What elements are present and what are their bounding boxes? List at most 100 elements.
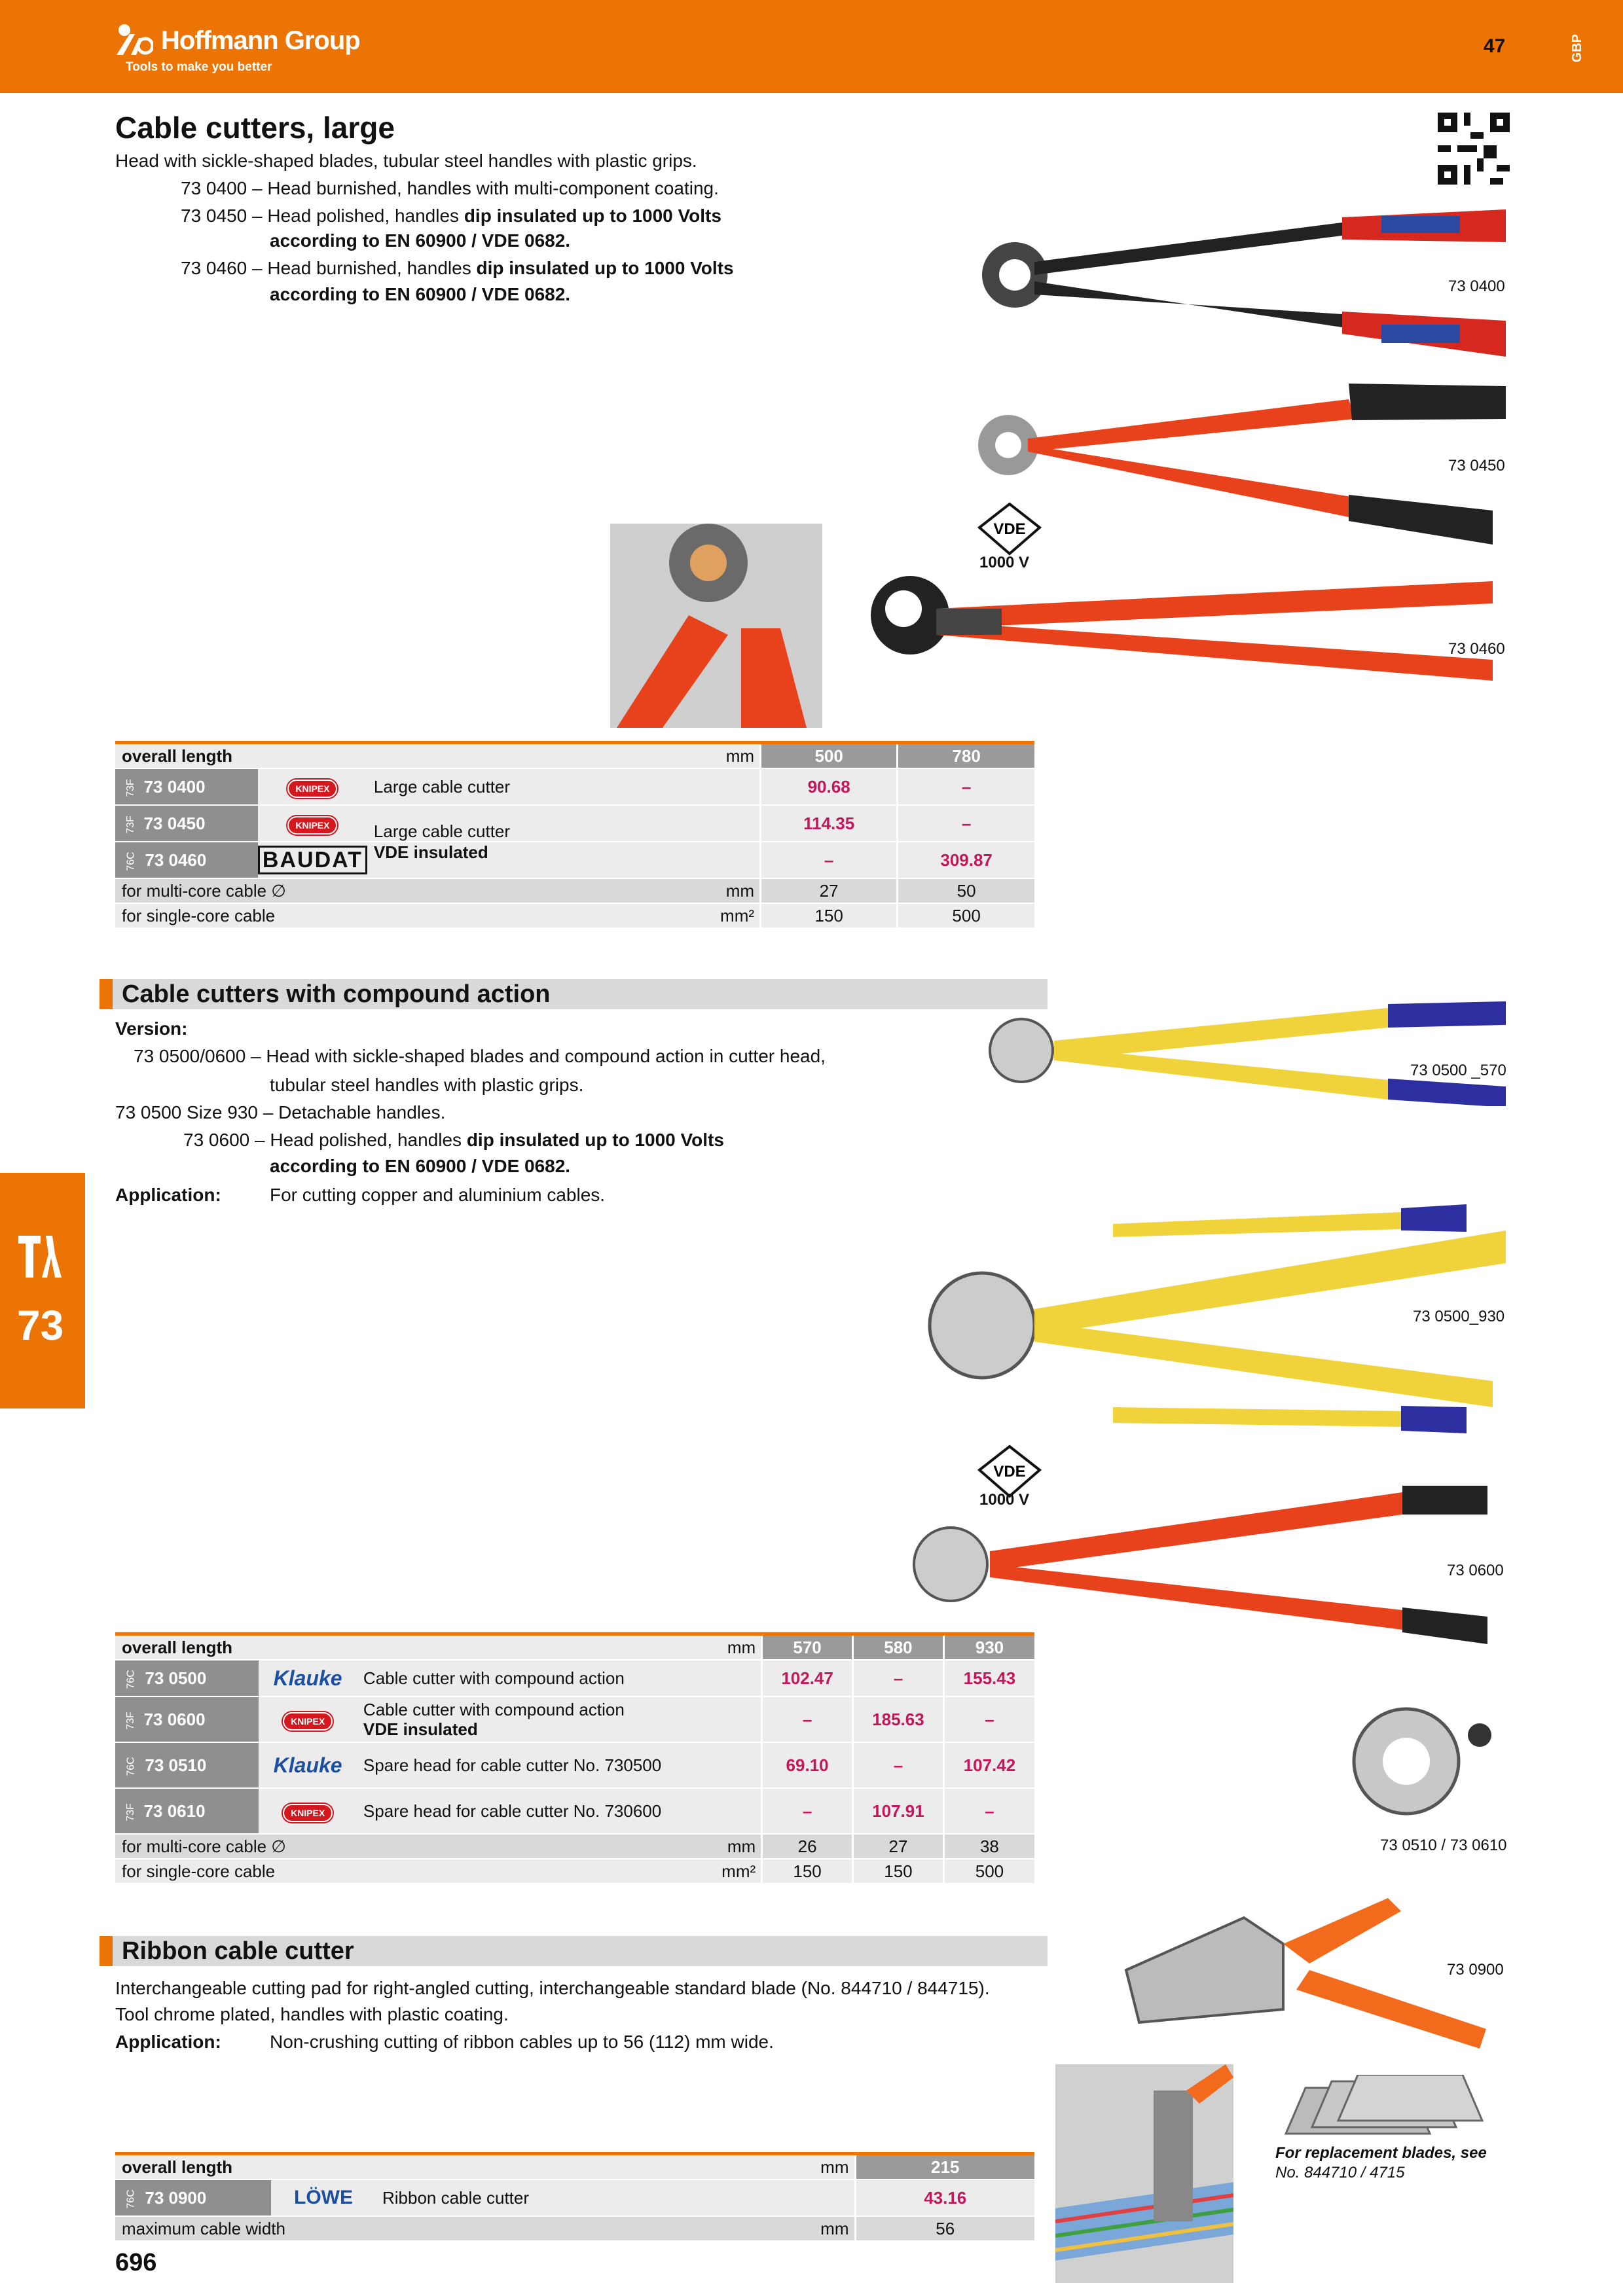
footer-value: 150: [759, 903, 898, 929]
application-label-3: Application:: [115, 2032, 221, 2052]
vde-triangle-icon: VDE: [977, 502, 1042, 556]
section-title-ribbon: Ribbon cable cutter: [100, 1936, 1048, 1966]
footer-value: 27: [759, 878, 898, 904]
application-text: For cutting copper and aluminium cables.: [270, 1185, 606, 1205]
price-cell: –: [852, 1660, 944, 1697]
product-description: Large cable cutter: [367, 805, 761, 842]
section1-item-2-line2: according to EN 60900 / VDE 0682.: [270, 230, 571, 251]
brand-logo-knipex: KNIPEX: [257, 805, 367, 842]
section2-line-5: according to EN 60900 / VDE 0682.: [270, 1156, 571, 1176]
footer-value: 150: [761, 1859, 853, 1884]
price-cell: 43.16: [854, 2179, 1034, 2217]
cutter-head-closeup-image: [610, 524, 822, 728]
table2-col: 570: [761, 1632, 853, 1660]
cable-cutter-730400-image: [982, 209, 1506, 357]
footer-unit: mm: [356, 1834, 762, 1859]
image-label-730450: 73 0450: [1448, 457, 1505, 475]
footer-label: for multi-core cable ∅: [115, 878, 367, 904]
image-label-730500-930: 73 0500_930: [1413, 1308, 1505, 1325]
section2-line-4: 73 0600 – Head polished, handles dip ins…: [183, 1130, 724, 1150]
compound-cutter-730600-image: [913, 1486, 1487, 1644]
footer-label: maximum cable width: [115, 2216, 376, 2242]
cable-cutter-730450-image: [978, 384, 1506, 545]
price-cell: 107.91: [852, 1788, 944, 1835]
hoffmann-logo-icon: [117, 24, 153, 55]
product-description: Cable cutter with compound action: [356, 1660, 762, 1697]
product-description: Spare head for cable cutter No. 730600: [356, 1788, 762, 1835]
compound-cutter-570-image: [989, 1001, 1506, 1106]
qr-code-icon[interactable]: [1438, 113, 1510, 185]
price-cell: –: [942, 1696, 1034, 1743]
footer-value: 150: [852, 1859, 944, 1884]
vde-label-1: 1000 V: [979, 554, 1030, 571]
price-cell: 102.47: [761, 1660, 853, 1697]
footer-unit: mm²: [367, 903, 761, 929]
brand-tagline: Tools to make you better: [126, 60, 272, 74]
image-label-730900: 73 0900: [1447, 1961, 1504, 1979]
price-cell: 114.35: [759, 805, 898, 842]
table2-col: 930: [942, 1632, 1034, 1660]
vde-triangle-icon: VDE: [977, 1444, 1042, 1498]
header-page-number: 47: [1484, 35, 1506, 57]
section1-item-3: 73 0460 – Head burnished, handles dip in…: [181, 258, 734, 278]
section2-line-2: tubular steel handles with plastic grips…: [270, 1075, 584, 1095]
price-cell: 90.68: [759, 768, 898, 806]
svg-text:VDE: VDE: [993, 520, 1025, 538]
language-code: GBP: [1570, 34, 1584, 63]
price-cell: 309.87: [896, 842, 1034, 879]
product-description: Ribbon cable cutter: [376, 2179, 855, 2217]
version-label: Version:: [115, 1018, 188, 1039]
table2-col: 580: [852, 1632, 944, 1660]
price-cell: –: [852, 1742, 944, 1789]
price-cell: –: [942, 1788, 1034, 1835]
product-description: Large cable cutter: [367, 768, 761, 806]
brand-logo-knipex: KNIPEX: [257, 768, 367, 806]
image-label-730500-570: 73 0500 _570: [1410, 1062, 1506, 1079]
image-label-730600: 73 0600: [1447, 1562, 1504, 1579]
vde-label-2: 1000 V: [979, 1491, 1030, 1509]
footer-label: for single-core cable: [115, 1859, 357, 1884]
table1-col-780: 780: [896, 741, 1034, 769]
replacement-note-2: No. 844710 / 4715: [1275, 2164, 1405, 2181]
brand-logo-lowe: LÖWE: [271, 2179, 376, 2217]
footer-unit: mm: [376, 2216, 855, 2242]
footer-value: 56: [854, 2216, 1034, 2242]
footer-label: for multi-core cable ∅: [115, 1834, 357, 1859]
chapter-number: 73: [17, 1302, 64, 1349]
section-title-compound: Cable cutters with compound action: [100, 979, 1048, 1009]
section2-line-3: 73 0500 Size 930 – Detachable handles.: [115, 1102, 446, 1122]
price-cell: –: [896, 805, 1034, 842]
footer-value: 500: [896, 903, 1034, 929]
table1-col-500: 500: [759, 741, 898, 769]
image-label-spare-heads: 73 0510 / 73 0610: [1380, 1837, 1507, 1854]
price-cell: –: [759, 842, 898, 879]
price-cell: 107.42: [942, 1742, 1034, 1789]
footer-value: 38: [942, 1834, 1034, 1859]
table3-col: 215: [854, 2152, 1034, 2180]
brand-logo-klauke: Klauke: [259, 1660, 357, 1697]
product-description: VDE insulated: [367, 842, 761, 879]
page-number: 696: [115, 2249, 157, 2276]
cable-cutter-730460-image: [871, 576, 1493, 681]
chapter-side-tab[interactable]: 73: [0, 1173, 85, 1408]
brand-name: Hoffmann Group: [161, 26, 361, 55]
price-cell: –: [761, 1696, 853, 1743]
section1-item-2: 73 0450 – Head polished, handles dip ins…: [181, 206, 721, 226]
footer-value: 27: [852, 1834, 944, 1859]
compound-cutter-930-image: [928, 1204, 1506, 1433]
price-cell: –: [896, 768, 1034, 806]
section3-line-2: Tool chrome plated, handles with plastic…: [115, 2004, 509, 2024]
